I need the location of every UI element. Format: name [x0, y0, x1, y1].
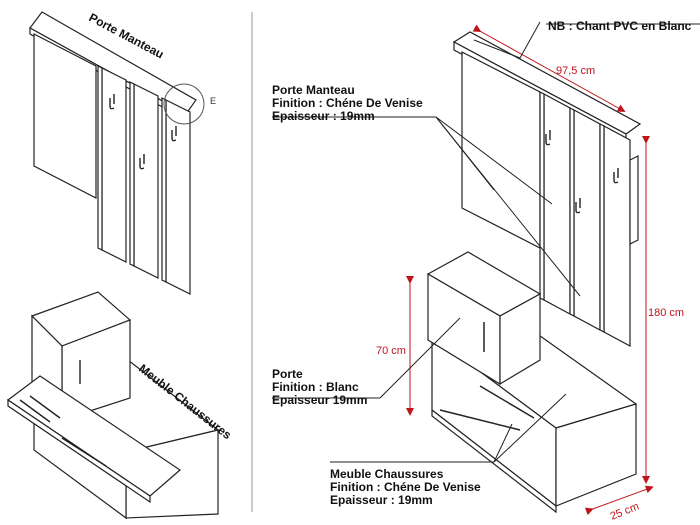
- left-cabinet-details: [19, 360, 107, 467]
- door-label-line2: Finition : Blanc: [272, 380, 359, 394]
- dim-height-total: 180 cm: [648, 307, 684, 319]
- shoe-cabinet-label-line3: Epaisseur : 19mm: [330, 493, 433, 507]
- leader-lines: [272, 21, 700, 463]
- dim-height-cabinet: 70 cm: [376, 345, 406, 357]
- coat-rack-label-line1: Porte Manteau: [272, 83, 355, 97]
- coat-rack-label-line2: Finition : Chéne De Venise: [272, 96, 423, 110]
- door-label-line3: Epaisseur 19mm: [272, 393, 367, 407]
- coat-rack-label-line3: Epaisseur : 19mm: [272, 109, 375, 123]
- dim-depth: 25 cm: [609, 500, 641, 522]
- detail-marker: E: [210, 96, 216, 106]
- door-label-line1: Porte: [272, 367, 303, 381]
- dim-width: 97,5 cm: [556, 65, 595, 77]
- left-coat-rack-drawing: [29, 11, 197, 295]
- shoe-cabinet-label-line2: Finition : Chéne De Venise: [330, 480, 481, 494]
- left-hooks: [109, 94, 177, 170]
- detail-circle: [163, 83, 205, 125]
- right-cabinet-handles: [439, 322, 535, 431]
- shoe-cabinet-label-line1: Meuble Chaussures: [330, 467, 444, 481]
- note-pvc-edge: NB : Chant PVC en Blanc: [548, 19, 692, 33]
- dimension-lines: [406, 24, 654, 516]
- right-hooks: [545, 130, 619, 214]
